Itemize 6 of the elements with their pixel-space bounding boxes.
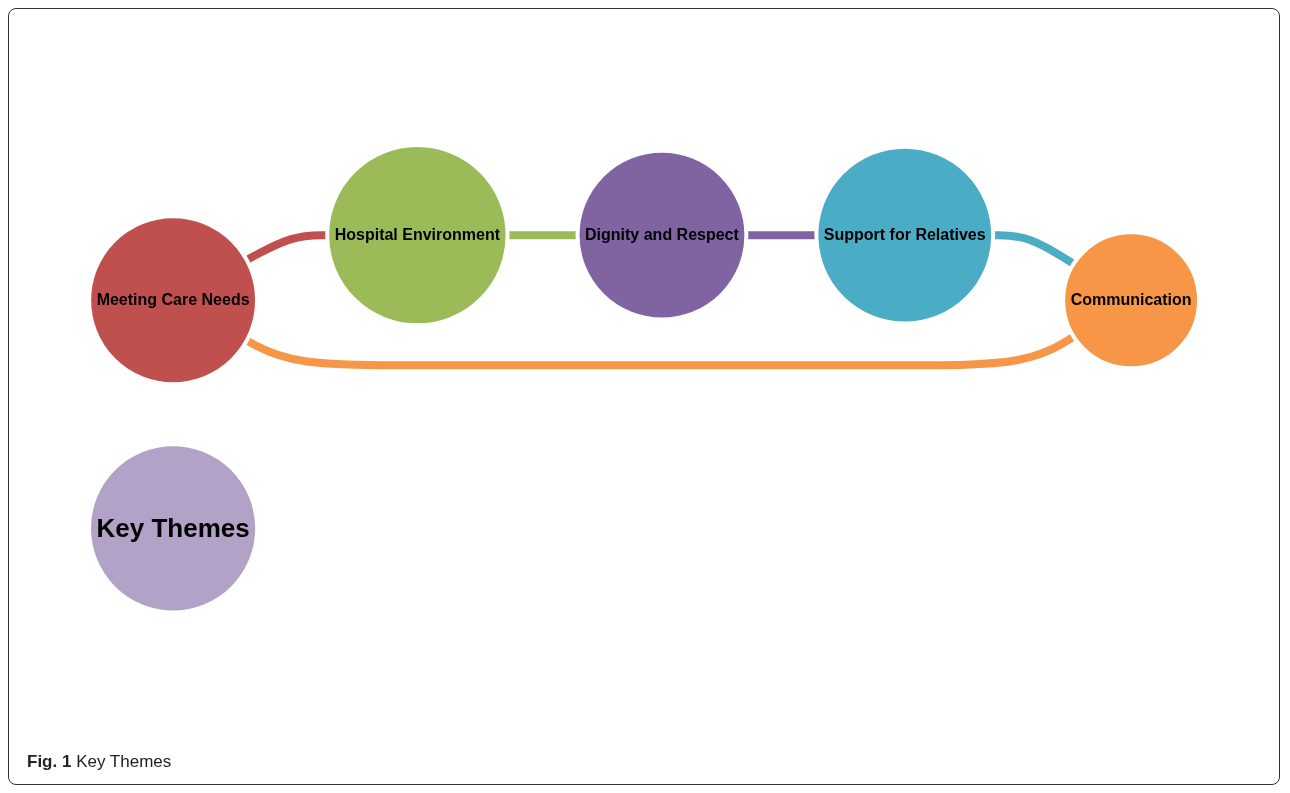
figure-caption: Fig. 1 Key Themes	[27, 752, 172, 772]
figure-frame: Meeting Care Needs Hospital Environment Dignity and Respect Support for Relatives Communication Key Themes Fig. 1 Key Themes	[8, 8, 1280, 785]
connector	[746, 231, 817, 240]
connector	[244, 231, 328, 264]
connector	[507, 231, 578, 240]
connector	[993, 231, 1076, 268]
